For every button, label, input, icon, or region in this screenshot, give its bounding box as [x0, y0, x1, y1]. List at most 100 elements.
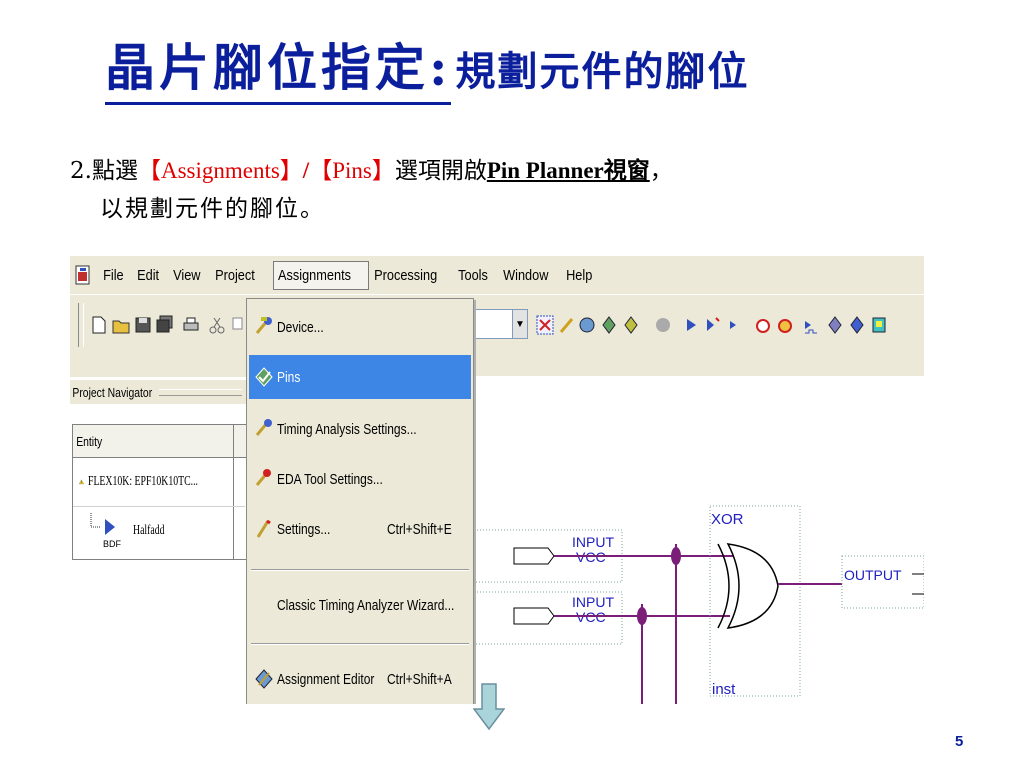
output-pin[interactable]	[912, 573, 924, 595]
project-navigator-header: Project Navigator	[70, 380, 246, 404]
timing-icon[interactable]	[754, 315, 772, 335]
assignments-ref: 【Assignments】	[137, 158, 303, 183]
compile-icon[interactable]	[578, 315, 596, 335]
entity-row-device[interactable]: FLEX10K: EPF10K10TC...	[73, 458, 245, 507]
copy-icon[interactable]	[230, 315, 248, 335]
settings-shortcut: Ctrl+Shift+E	[387, 520, 452, 538]
menu-item-timing-analysis[interactable]: Timing Analysis Settings...	[249, 407, 471, 451]
chip-planner-icon[interactable]	[870, 315, 888, 335]
timing-settings-icon	[255, 419, 272, 436]
save-icon[interactable]	[134, 315, 152, 335]
gate-type-label: XOR	[711, 511, 744, 528]
pencil-icon[interactable]	[558, 315, 576, 335]
print-icon[interactable]	[182, 315, 200, 335]
app-icon	[75, 265, 90, 285]
assignment-editor-shortcut: Ctrl+Shift+A	[387, 670, 452, 688]
navigator-title: Project Navigator	[72, 384, 153, 400]
entity-halfadd-label: Halfadd	[133, 523, 165, 538]
input1-label: INPUT	[572, 534, 614, 550]
entity-row-halfadd[interactable]: BDF Halfadd	[73, 507, 245, 555]
timer-icon[interactable]	[776, 315, 794, 335]
junction-b	[637, 607, 647, 625]
settings-pencil-icon	[256, 519, 271, 538]
input2-frame	[473, 591, 623, 645]
play-icon[interactable]	[682, 315, 700, 335]
menu-window[interactable]: Window	[503, 266, 549, 284]
junction-a	[671, 547, 681, 565]
menu-processing[interactable]: Processing	[373, 266, 438, 284]
open-folder-icon[interactable]	[112, 315, 130, 335]
chevron-down-icon[interactable]: ▼	[512, 310, 527, 338]
warning-icon	[79, 479, 84, 485]
device-icon	[255, 317, 272, 334]
input2-label: INPUT	[572, 594, 614, 610]
output-frame	[841, 555, 924, 609]
schematic: INPUT VCC INPUT VCC XOR inst OUTPUT	[473, 505, 924, 704]
step-icon[interactable]	[726, 315, 744, 335]
quartus-screenshot: File Edit View Project Assignments Proce…	[70, 256, 924, 704]
instruction-line-2: 以規劃元件的腳位。	[100, 196, 325, 222]
save-all-icon[interactable]	[156, 315, 174, 335]
slash: /	[302, 158, 310, 183]
menu-assignments[interactable]: Assignments	[272, 260, 369, 290]
menu-file[interactable]: File	[103, 266, 124, 284]
analysis-icon[interactable]	[704, 315, 722, 335]
stop-icon[interactable]	[654, 315, 672, 335]
menu-project[interactable]: Project	[215, 266, 256, 284]
down-arrow-icon	[473, 683, 505, 731]
toolbar-dropdown[interactable]: ▼	[474, 309, 528, 339]
toolbar-grip	[78, 303, 84, 347]
menu-help[interactable]: Help	[566, 266, 593, 284]
menu-item-device[interactable]: Device...	[249, 305, 471, 349]
pin-planner-ref: Pin Planner視窗	[486, 158, 650, 183]
entity-device-label: FLEX10K: EPF10K10TC...	[87, 474, 198, 489]
eda-tool-icon	[255, 469, 271, 486]
instruction-text: 2.點選【Assignments】/【Pins】選項開啟Pin Planner視…	[70, 152, 970, 228]
entity-header[interactable]: Entity	[73, 425, 247, 559]
instruction-middle: 選項開啟	[394, 158, 487, 184]
menu-item-pins[interactable]: Pins	[249, 355, 471, 399]
chip-icon[interactable]	[622, 315, 640, 335]
menu-item-settings[interactable]: Settings... Ctrl+Shift+E	[249, 507, 471, 551]
output-label: OUTPUT	[844, 567, 902, 583]
pins-ref: 【Pins】	[309, 158, 395, 183]
menu-item-timing-wizard[interactable]: Classic Timing Analyzer Wizard...	[277, 596, 455, 614]
assignment-editor-icon	[255, 669, 273, 689]
menu-view[interactable]: View	[173, 266, 201, 284]
programmer-icon[interactable]	[826, 315, 844, 335]
schematic-area	[474, 376, 924, 704]
stop-assign-icon[interactable]	[536, 315, 554, 335]
simulate-icon[interactable]	[802, 315, 820, 335]
svg-text:BDF: BDF	[103, 539, 122, 549]
input2-pin[interactable]	[513, 607, 555, 625]
toolbar: ▼	[70, 294, 924, 377]
bdf-file-icon: BDF	[90, 513, 122, 549]
pins-icon	[255, 367, 273, 387]
entity-column-label: Entity	[76, 433, 103, 449]
menu-tools[interactable]: Tools	[458, 266, 488, 284]
netlist-icon[interactable]	[848, 315, 866, 335]
menu-edit[interactable]: Edit	[137, 266, 160, 284]
input1-pin[interactable]	[513, 547, 555, 565]
instruction-suffix: ，	[649, 158, 673, 184]
gate-frame	[709, 505, 801, 697]
instruction-line-1: 2.點選【Assignments】/【Pins】選項開啟Pin Planner視…	[70, 152, 970, 190]
title-sub: 規劃元件的腳位	[455, 48, 750, 95]
menu-separator-1	[251, 569, 469, 571]
menu-bar: File Edit View Project Assignments Proce…	[70, 256, 924, 294]
xor-back-curve	[717, 543, 730, 629]
page-number: 5	[955, 733, 964, 750]
menu-separator-2	[251, 643, 469, 645]
settings-icon[interactable]	[600, 315, 618, 335]
new-file-icon[interactable]	[90, 315, 108, 335]
cut-icon[interactable]	[208, 315, 226, 335]
assignments-menu: Device... Pins Timing Analysis Settings.…	[246, 298, 474, 704]
title-main: 晶片腳位指定:	[105, 28, 452, 105]
entity-table: Entity FLEX10K: EPF10K10TC... BDF Halfad…	[72, 424, 248, 560]
menu-item-eda-tool[interactable]: EDA Tool Settings...	[249, 457, 471, 501]
xor-gate[interactable]	[726, 543, 779, 629]
slide-title: 晶片腳位指定: 規劃元件的腳位	[105, 28, 749, 108]
navigator-grip[interactable]	[158, 388, 242, 396]
menu-item-assignment-editor[interactable]: Assignment Editor Ctrl+Shift+A	[249, 657, 471, 701]
column-divider	[233, 425, 234, 559]
